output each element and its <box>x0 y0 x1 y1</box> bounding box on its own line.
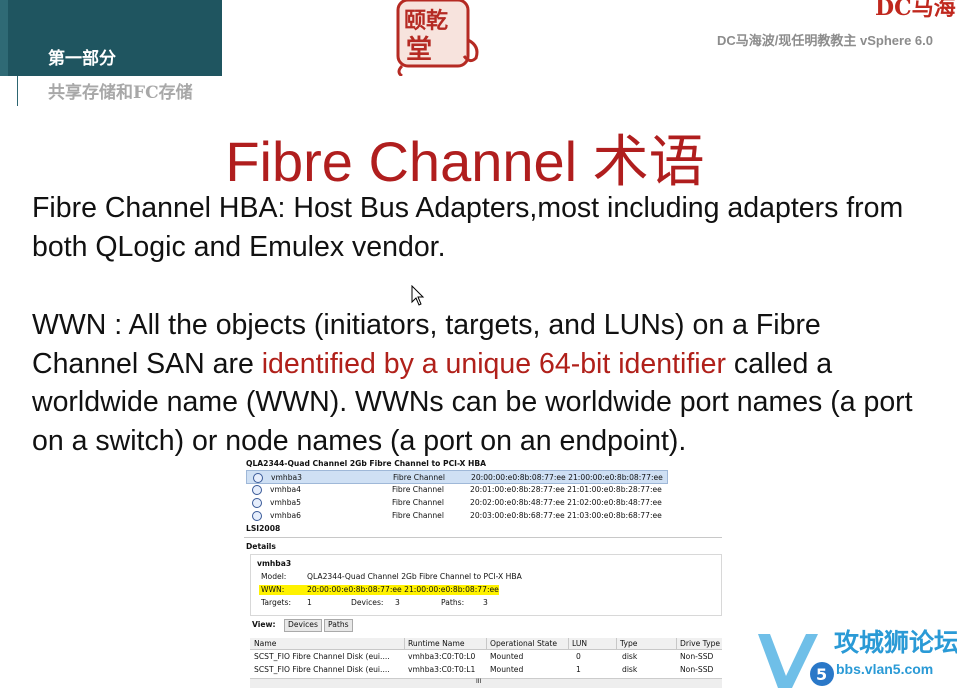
adapter-row[interactable]: vmhba3 Fibre Channel 20:00:00:e0:8b:08:7… <box>246 470 668 484</box>
col-runtime[interactable]: Runtime Name <box>408 639 465 648</box>
adapter-row[interactable]: vmhba6 Fibre Channel 20:03:00:e0:8b:68:7… <box>246 509 666 521</box>
wwn-highlight: identified by a unique 64-bit identifier <box>261 347 726 380</box>
mouse-pointer-icon <box>411 285 425 306</box>
wwn-text-b: called a worldwide name (WWN). WWNs can … <box>32 347 913 457</box>
v5-logo-icon: 5 <box>758 634 834 688</box>
v5-badge: 5 <box>816 665 827 684</box>
hba-paragraph: Fibre Channel HBA: Host Bus Adapters,mos… <box>32 192 904 263</box>
detail-name: vmhba3 <box>257 559 292 568</box>
section-banner <box>0 0 222 76</box>
table-row[interactable]: SCST_FIO Fibre Channel Disk (eui.... vmh… <box>254 665 714 674</box>
devices-label: Devices: <box>351 598 384 607</box>
wwn-highlight-row <box>259 585 499 595</box>
wwn-value: 20:00:00:e0:8b:08:77:ee 21:00:00:e0:8b:0… <box>307 585 499 594</box>
col-drive-type[interactable]: Drive Type <box>680 639 721 648</box>
col-lun[interactable]: LUN <box>572 639 588 648</box>
course-header: DC马海波/现任明教教主 vSphere 6.0 <box>717 33 933 48</box>
scroll-grip[interactable]: III <box>476 678 482 685</box>
hba-icon <box>252 485 262 495</box>
svg-text:堂: 堂 <box>406 35 432 65</box>
banner-stripe <box>0 0 8 76</box>
table-header: Name Runtime Name Operational State LUN … <box>250 638 722 650</box>
model-label: Model: <box>261 572 287 581</box>
wwn-paragraph: WWN : All the objects (initiators, targe… <box>32 306 922 460</box>
paths-label: Paths: <box>441 598 465 607</box>
lsi-label: LSI2008 <box>246 524 281 533</box>
details-label: Details <box>246 542 276 551</box>
wwn-label: WWN: <box>261 585 285 594</box>
svg-text:颐乾: 颐乾 <box>404 8 448 34</box>
seal-logo: 颐乾 堂 <box>396 0 479 76</box>
hba-icon <box>253 473 263 483</box>
paths-value: 3 <box>483 598 488 607</box>
devices-value: 3 <box>395 598 400 607</box>
tab-devices[interactable]: Devices <box>284 619 322 632</box>
watermark-brand: 攻城狮论坛 <box>834 628 957 657</box>
adapter-row[interactable]: vmhba4 Fibre Channel 20:01:00:e0:8b:28:7… <box>246 483 666 495</box>
col-state[interactable]: Operational State <box>490 639 558 648</box>
adapter-caption: QLA2344-Quad Channel 2Gb Fibre Channel t… <box>246 459 487 468</box>
table-row[interactable]: SCST_FIO Fibre Channel Disk (eui.... vmh… <box>254 652 714 661</box>
details-divider <box>244 537 722 538</box>
model-value: QLA2344-Quad Channel 2Gb Fibre Channel t… <box>307 572 522 581</box>
col-type[interactable]: Type <box>620 639 638 648</box>
targets-label: Targets: <box>261 598 292 607</box>
horizontal-scrollbar[interactable]: III <box>250 678 722 688</box>
hba-icon <box>252 498 262 508</box>
corner-text: DC马海 <box>875 0 956 21</box>
adapter-row[interactable]: vmhba5 Fibre Channel 20:02:00:e0:8b:48:7… <box>246 496 666 508</box>
col-name[interactable]: Name <box>254 639 277 648</box>
slide-title: Fibre Channel 术语 <box>225 130 705 193</box>
section-subtitle: 共享存储和FC存储 <box>48 83 193 103</box>
tab-paths[interactable]: Paths <box>324 619 353 632</box>
section-title: 第一部分 <box>48 49 116 69</box>
wwn-text-a: WWN : All the objects (initiators, targe… <box>32 309 821 380</box>
vsphere-screenshot: QLA2344-Quad Channel 2Gb Fibre Channel t… <box>244 457 722 691</box>
hba-icon <box>252 511 262 521</box>
watermark-url: bbs.vlan5.com <box>836 661 934 677</box>
banner-line <box>17 76 18 106</box>
targets-value: 1 <box>307 598 312 607</box>
view-label: View: <box>252 620 276 629</box>
details-panel: vmhba3 Model: QLA2344-Quad Channel 2Gb F… <box>250 554 722 616</box>
